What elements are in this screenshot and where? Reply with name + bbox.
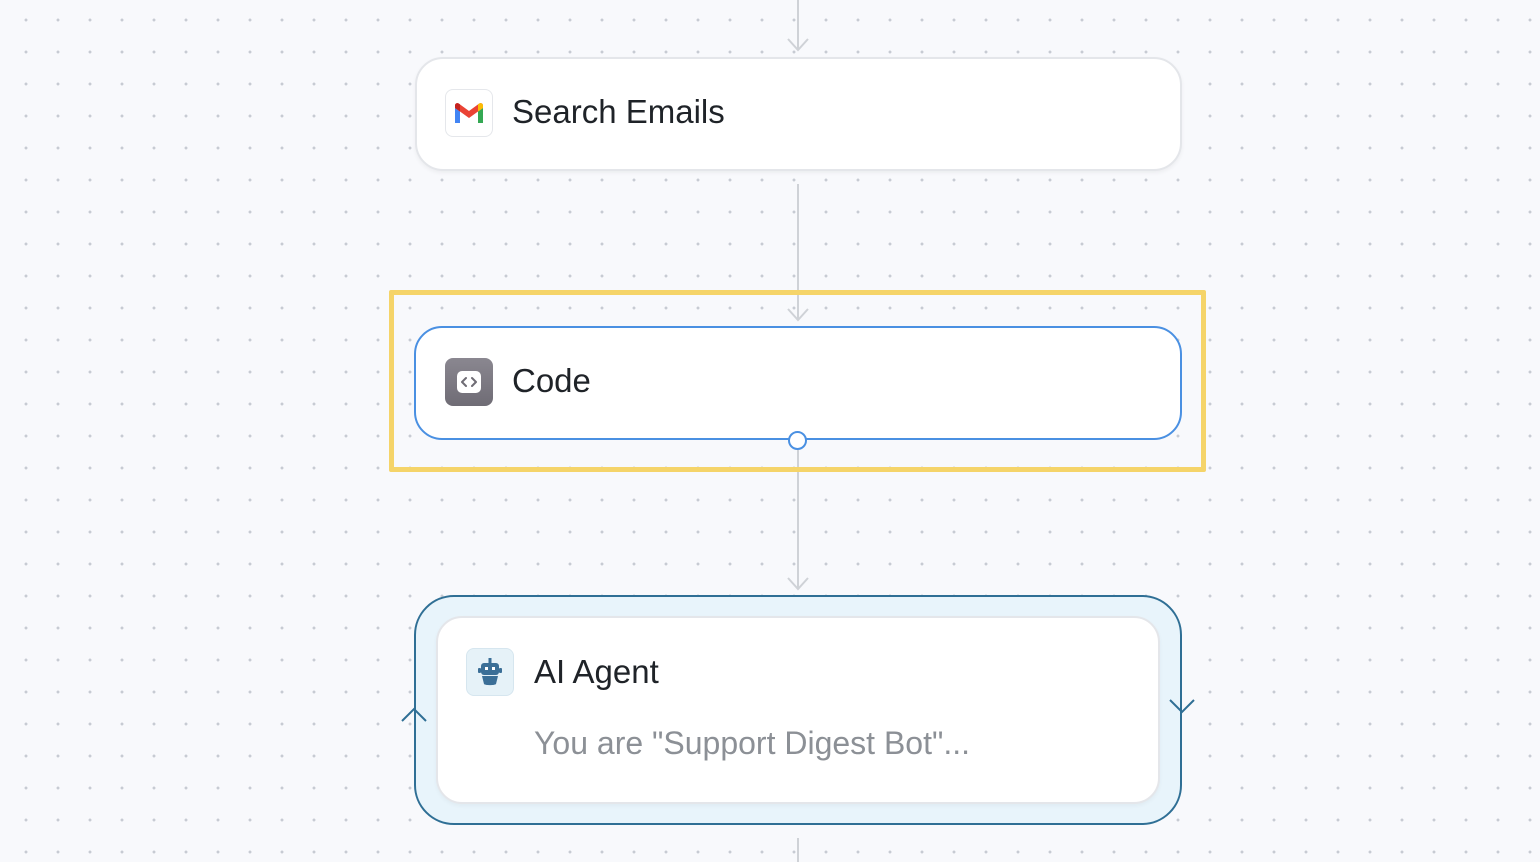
connector-search-code-arrow [787,308,809,322]
output-handle[interactable] [788,431,807,450]
node-title-ai-agent: AI Agent [534,653,659,690]
selection-highlight [389,290,1206,472]
node-subtitle-ai-agent: You are "Support Digest Bot"... [534,725,971,761]
code-icon [445,358,493,406]
loop-arrow-down-icon [1169,699,1195,714]
connector-top-arrow [787,38,809,52]
loop-arrow-up-icon [401,707,427,722]
node-ai-agent[interactable]: AI Agent You are "Support Digest Bot"... [436,616,1160,804]
node-title-code: Code [512,362,591,399]
connector-code-agent-arrow [787,577,809,591]
gmail-icon [445,89,493,137]
robot-icon [466,648,514,696]
node-search-emails[interactable]: Search Emails [415,57,1182,171]
node-title-search-emails: Search Emails [512,93,725,130]
